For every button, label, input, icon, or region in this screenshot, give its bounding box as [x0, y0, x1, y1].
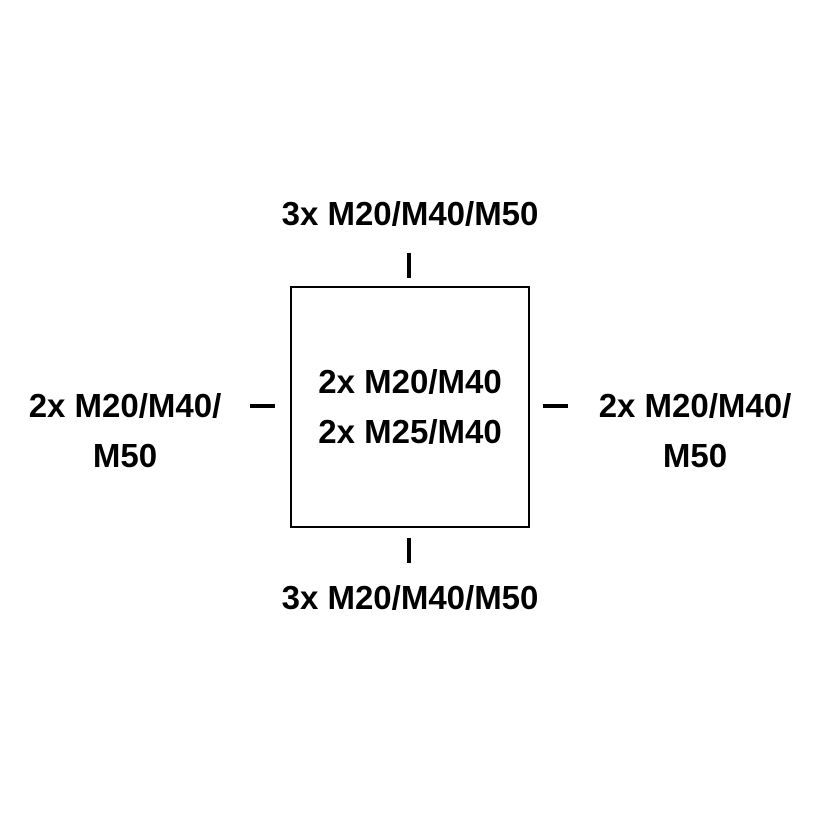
bottom-entries-label: 3x M20/M40/M50 — [281, 579, 539, 616]
left-entries-line1: 2x M20/M40/ — [28, 387, 222, 424]
right-entries-line2: M50 — [662, 437, 728, 474]
right-entries-label: 2x M20/M40/M50 — [570, 381, 820, 481]
left-entries-line2: M50 — [92, 437, 158, 474]
enclosure-box-outline: 2x M20/M40 2x M25/M40 — [290, 286, 530, 528]
top-entries-label: 3x M20/M40/M50 — [281, 195, 539, 232]
left-entries-label: 2x M20/M40/M50 — [0, 381, 250, 481]
left-tick-line — [250, 404, 275, 408]
center-entries-line1: 2x M20/M40 — [318, 363, 502, 400]
center-entries-line2: 2x M25/M40 — [318, 413, 502, 450]
right-tick-line — [543, 404, 568, 408]
bottom-tick-line — [407, 538, 411, 563]
top-tick-line — [407, 253, 411, 278]
right-entries-line1: 2x M20/M40/ — [598, 387, 792, 424]
